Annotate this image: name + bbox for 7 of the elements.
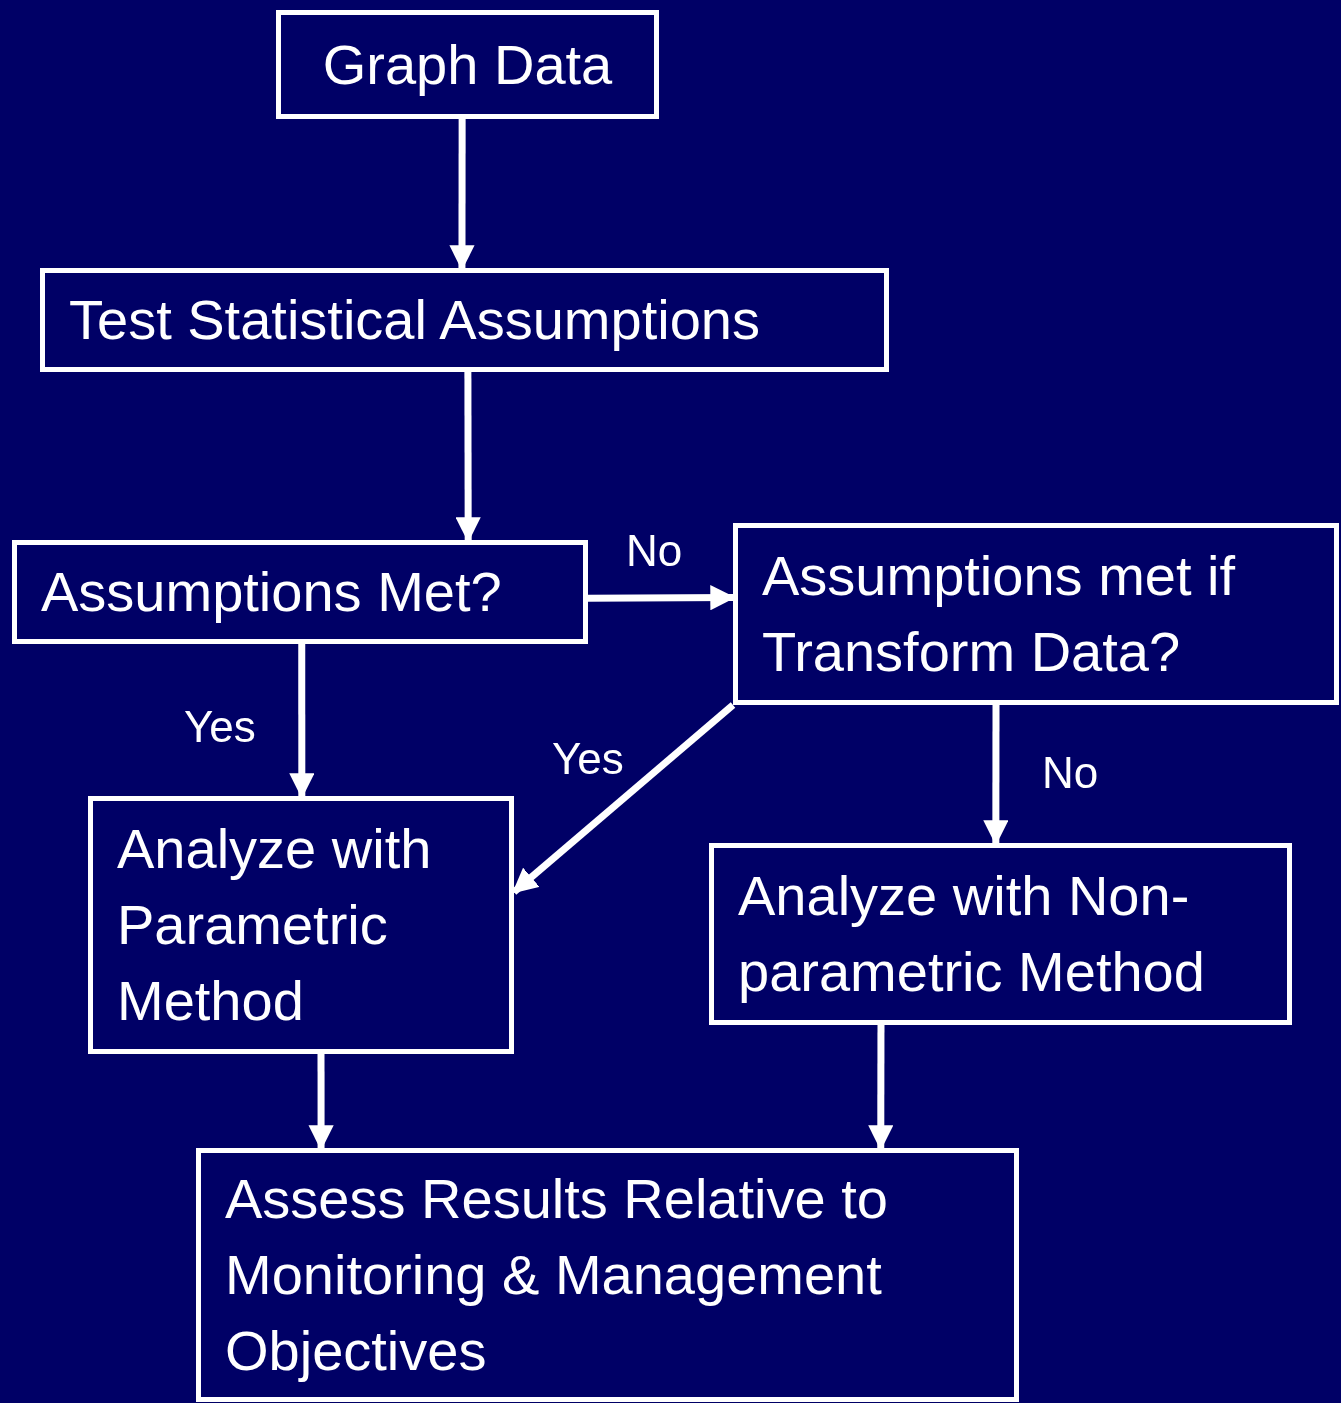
process-box: Analyze with Parametric Method — [88, 796, 514, 1054]
process-box: Analyze with Non-parametric Method — [709, 843, 1292, 1025]
process-box: Graph Data — [276, 10, 659, 119]
process-box: Assess Results Relative to Monitoring & Management Objectives — [196, 1148, 1019, 1402]
process-box: Assumptions met if Transform Data? — [733, 523, 1339, 705]
process-box: Test Statistical Assumptions — [40, 268, 889, 372]
process-box: Assumptions Met? — [12, 540, 588, 644]
